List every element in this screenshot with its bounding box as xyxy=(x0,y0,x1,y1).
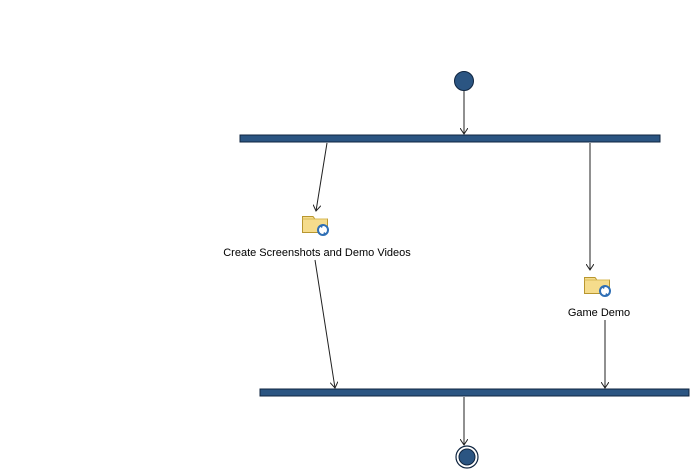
folder-refresh-icon xyxy=(302,216,329,236)
final-node[interactable] xyxy=(455,445,479,469)
folder-refresh-icon xyxy=(584,277,611,297)
action-label: Game Demo xyxy=(568,307,630,319)
action-create-screenshots[interactable]: Create Screenshots and Demo Videos xyxy=(223,216,411,260)
edge-screenshots-to-join[interactable] xyxy=(314,259,335,388)
initial-node[interactable] xyxy=(454,71,474,91)
join-bar[interactable] xyxy=(259,388,690,397)
edges xyxy=(315,91,605,445)
action-label: Create Screenshots and Demo Videos xyxy=(223,247,411,259)
edge-fork-to-screenshots[interactable] xyxy=(316,142,328,211)
fork-bar[interactable] xyxy=(239,134,661,143)
action-game-demo[interactable]: Game Demo xyxy=(568,277,630,320)
